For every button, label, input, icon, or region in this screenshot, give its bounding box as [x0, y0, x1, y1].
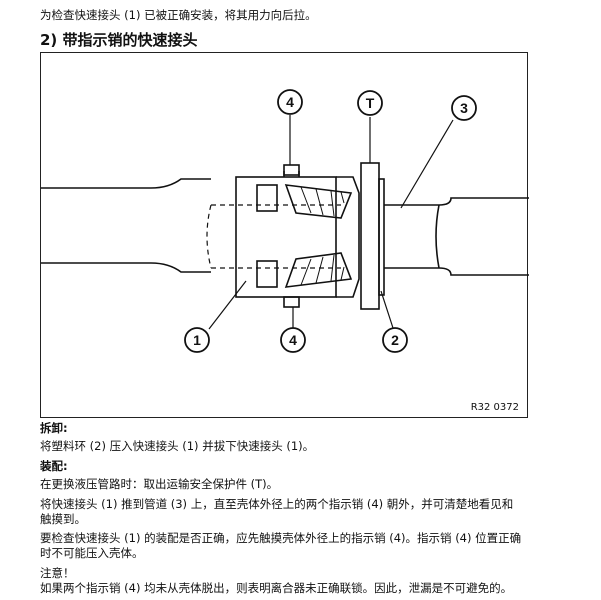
assembly-step1: 在更换液压管路时：取出运输安全保护件 (T)。 [40, 477, 279, 491]
quick-connector-drawing: 4 T 3 1 4 2 [41, 89, 529, 353]
callout-T-circle [357, 90, 383, 116]
note-text: 如果两个指示销 (4) 均未从壳体脱出，则表明离合器未正确联锁。因此，泄漏是不可… [40, 581, 513, 595]
removal-text: 将塑料环 (2) 压入快速接头 (1) 并拔下快速接头 (1)。 [40, 439, 315, 453]
callout-3-circle [451, 95, 477, 121]
assembly-step2-line2: 触摸到。 [40, 512, 86, 526]
inner-pipe-dashed [206, 204, 341, 269]
right-pipe-bottom [384, 267, 529, 276]
callout-2-circle [382, 327, 408, 353]
housing-window-top [256, 184, 278, 212]
connector-housing [235, 176, 337, 298]
leader-1 [208, 280, 247, 330]
callout-4-top-circle [277, 89, 303, 115]
section-title: 2) 带指示销的快速接头 [40, 31, 198, 49]
assembly-step3-line2: 时不可能压入壳体。 [40, 546, 144, 560]
right-pipe-top [384, 197, 529, 206]
housing-window-bottom [256, 260, 278, 288]
note-heading: 注意！ [40, 566, 75, 580]
retaining-teeth-top [284, 184, 353, 219]
indicator-pin-bottom [283, 296, 300, 308]
callout-1-label: 1 [193, 332, 201, 348]
plastic-ring [378, 178, 385, 296]
callout-T-label: T [366, 95, 375, 111]
left-pipe-top [41, 178, 211, 189]
figure-id: R32 0372 [470, 402, 519, 413]
quick-connector-figure: 4 T 3 1 4 2 R32 0372 [40, 52, 529, 418]
assembly-heading: 装配: [40, 459, 68, 473]
callout-1-circle [184, 327, 210, 353]
indicator-pin-top [283, 164, 300, 176]
leader-2 [380, 290, 394, 329]
removal-heading: 拆卸: [40, 421, 68, 435]
callout-4-top-label: 4 [286, 94, 294, 110]
assembly-step2-line1: 将快速接头 (1) 推到管道 (3) 上，直至壳体外径上的两个指示销 (4) 朝… [40, 497, 514, 511]
assembly-step3-line1: 要检查快速接头 (1) 的装配是否正确，应先触摸壳体外径上的指示销 (4)。指示… [40, 531, 522, 545]
callout-4-bottom-circle [280, 327, 306, 353]
callout-4-bottom-label: 4 [289, 332, 297, 348]
callout-3-label: 3 [460, 100, 468, 116]
left-pipe-bottom [41, 262, 211, 273]
leader-3 [400, 119, 454, 209]
retaining-teeth-bottom [284, 252, 353, 288]
callout-2-label: 2 [391, 332, 399, 348]
intro-text: 为检查快速接头 (1) 已被正确安装，将其用力向后拉。 [40, 8, 317, 22]
transport-safety-clip-T [360, 162, 380, 310]
